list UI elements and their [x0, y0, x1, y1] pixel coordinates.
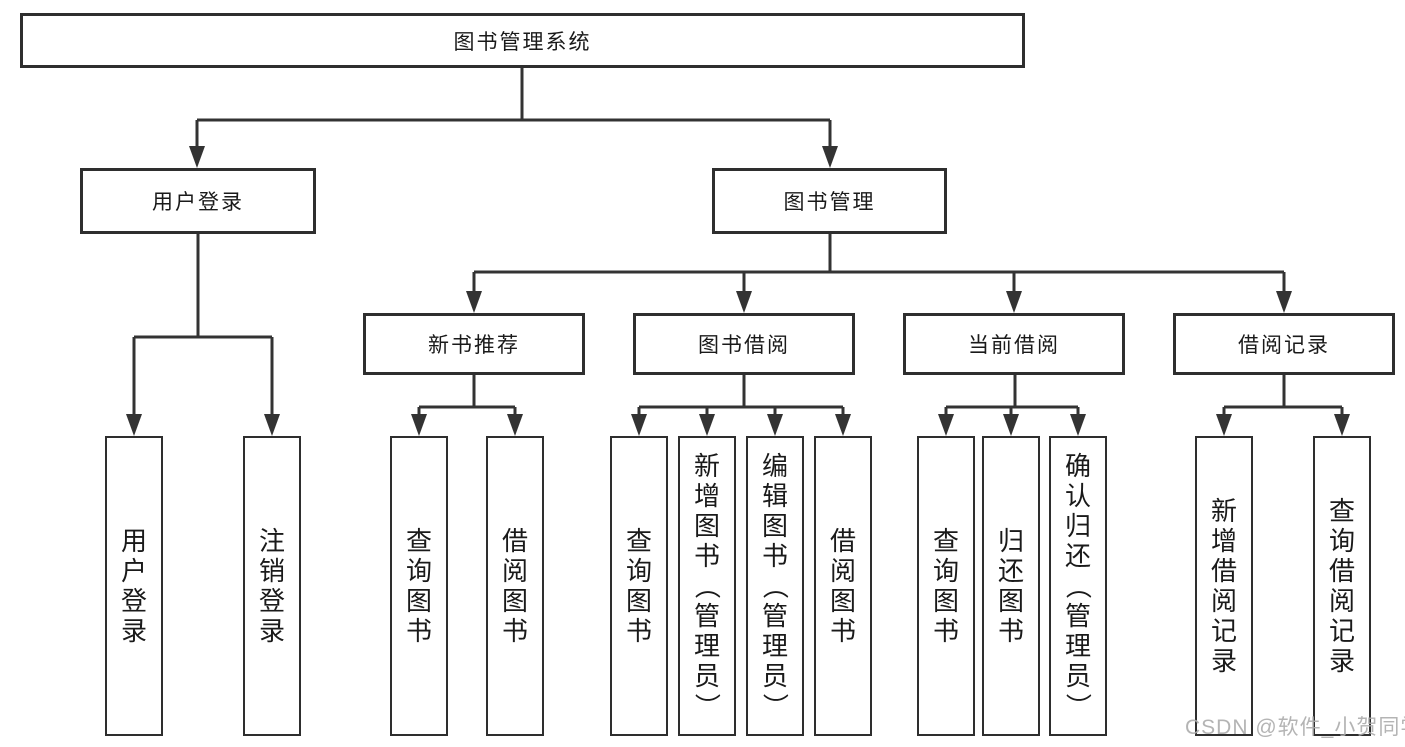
- leaf-return-books: 归还图书: [982, 436, 1040, 736]
- node-user-login: 用户登录: [80, 168, 316, 234]
- node-current-borrow: 当前借阅: [903, 313, 1125, 375]
- node-book-borrow: 图书借阅: [633, 313, 855, 375]
- node-new-book-recommend: 新书推荐: [363, 313, 585, 375]
- leaf-logout: 注销登录: [243, 436, 301, 736]
- leaf-add-books-admin: 新增图书（管理员）: [678, 436, 736, 736]
- leaf-confirm-return-admin: 确认归还（管理员）: [1049, 436, 1107, 736]
- leaf-query-books-borrow: 查询图书: [610, 436, 668, 736]
- arrowheads: [126, 146, 1350, 436]
- node-borrow-records: 借阅记录: [1173, 313, 1395, 375]
- leaf-edit-books-admin: 编辑图书（管理员）: [746, 436, 804, 736]
- leaf-query-books-recommend: 查询图书: [390, 436, 448, 736]
- node-book-management: 图书管理: [712, 168, 947, 234]
- csdn-watermark: CSDN @软件_小贺同学: [1185, 716, 1405, 739]
- leaf-query-borrow-record: 查询借阅记录: [1313, 436, 1371, 736]
- leaf-add-borrow-record: 新增借阅记录: [1195, 436, 1253, 736]
- leaf-user-login: 用户登录: [105, 436, 163, 736]
- node-library-management-system: 图书管理系统: [20, 13, 1025, 68]
- leaf-borrow-books-recommend: 借阅图书: [486, 436, 544, 736]
- leaf-query-books-current: 查询图书: [917, 436, 975, 736]
- leaf-borrow-books: 借阅图书: [814, 436, 872, 736]
